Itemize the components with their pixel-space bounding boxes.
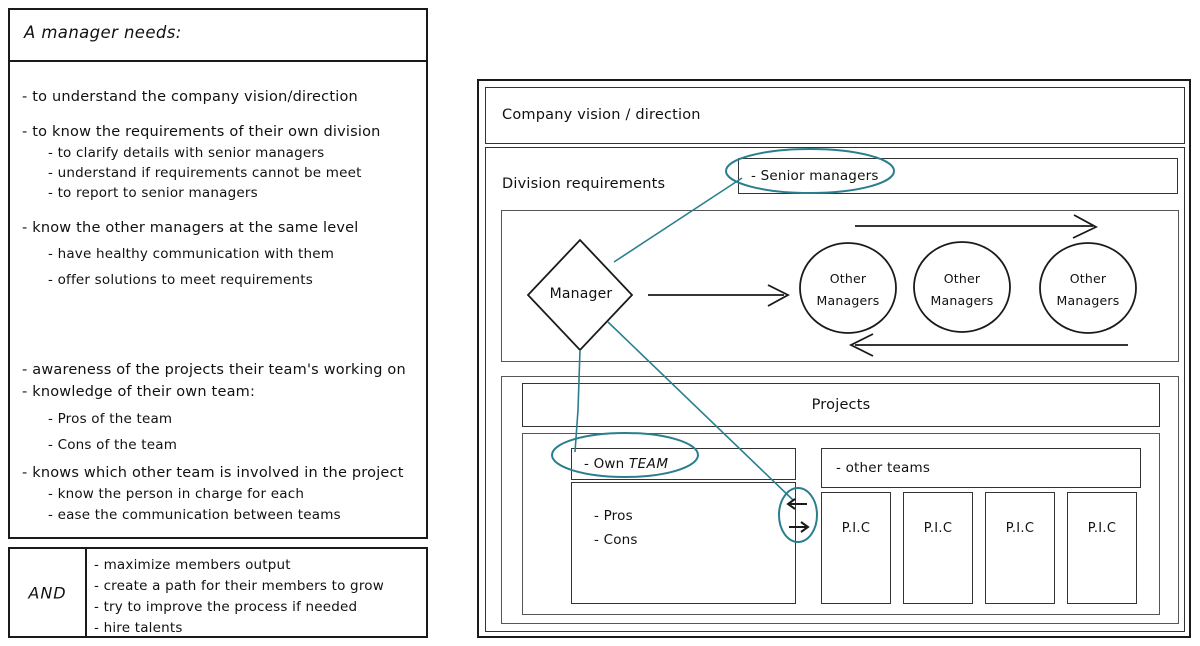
own-team-label: - Own TEAM <box>584 456 669 472</box>
other-teams-label: - other teams <box>836 460 931 476</box>
cons-label: - Cons <box>594 532 638 548</box>
list-item: - maximize members output <box>94 557 291 573</box>
list-item: - have healthy communication with them <box>48 246 335 263</box>
panel-header: A manager needs: <box>10 10 426 62</box>
list-item: - knowledge of their own team: <box>22 384 256 401</box>
pic-box: P.I.C <box>1067 492 1137 604</box>
pic-label: P.I.C <box>1087 521 1117 536</box>
list-item: - understand if requirements cannot be m… <box>48 165 362 182</box>
other-managers-line1: Other <box>1069 271 1107 286</box>
needs-list: - to understand the company vision/direc… <box>10 62 426 540</box>
needs-group: - awareness of the projects their team's… <box>22 361 414 524</box>
needs-group: - to know the requirements of their own … <box>22 123 414 204</box>
projects-label: Projects <box>811 397 871 413</box>
list-item: - Cons of the team <box>48 436 178 453</box>
pic-box: P.I.C <box>821 492 891 604</box>
list-item: - ease the communication between teams <box>48 506 341 523</box>
pic-label: P.I.C <box>923 521 953 536</box>
company-vision-label: Company vision / direction <box>502 107 701 123</box>
other-managers-label: Other Managers <box>916 268 1008 312</box>
senior-managers-box: - Senior managers <box>738 158 1178 194</box>
spacer <box>22 305 414 361</box>
list-item: - hire talents <box>94 619 183 636</box>
and-list: - maximize members output - create a pat… <box>94 555 422 639</box>
own-team-caps: TEAM <box>628 456 669 472</box>
division-requirements-label: Division requirements <box>502 176 666 192</box>
other-teams-box: - other teams <box>821 448 1141 488</box>
senior-managers-label: - Senior managers <box>751 168 879 184</box>
manager-node-label: Manager <box>549 286 613 302</box>
other-managers-line2: Managers <box>816 292 880 308</box>
list-item: - to report to senior managers <box>48 185 258 202</box>
page-title: A manager needs: <box>24 23 182 42</box>
list-item: - to understand the company vision/direc… <box>22 89 358 105</box>
pic-label: P.I.C <box>1005 521 1035 536</box>
pic-label: P.I.C <box>841 521 871 536</box>
list-item: - to know the requirements of their own … <box>22 123 381 140</box>
needs-group: - know the other managers at the same le… <box>22 219 414 291</box>
projects-header-box: Projects <box>522 383 1160 427</box>
list-item: - create a path for their members to gro… <box>94 577 384 594</box>
and-label: AND <box>28 583 67 602</box>
list-item: - know the other managers at the same le… <box>22 219 359 236</box>
list-item: - to clarify details with senior manager… <box>48 145 325 162</box>
list-item: - know the person in charge for each <box>48 486 305 503</box>
manager-needs-panel: A manager needs: - to understand the com… <box>8 8 428 539</box>
other-managers-label: Other Managers <box>802 268 894 312</box>
pic-box: P.I.C <box>903 492 973 604</box>
org-diagram-panel: Company vision / direction Division requ… <box>477 79 1191 638</box>
own-team-prefix: - Own <box>584 456 629 472</box>
company-vision-box: Company vision / direction <box>485 87 1185 144</box>
other-managers-line2: Managers <box>930 292 994 308</box>
list-item: - offer solutions to meet requirements <box>48 272 313 289</box>
and-panel: AND - maximize members output - create a… <box>8 547 428 638</box>
pic-box: P.I.C <box>985 492 1055 604</box>
teams-area: - Own TEAM - Pros - Cons - other teams P… <box>522 433 1160 615</box>
other-managers-line2: Managers <box>1056 292 1120 308</box>
other-managers-line1: Other <box>829 271 867 286</box>
list-item: - knows which other team is involved in … <box>22 464 404 481</box>
list-item: - awareness of the projects their team's… <box>22 362 406 379</box>
own-team-box: - Own TEAM <box>571 448 796 480</box>
projects-area: Projects - Own TEAM - Pros - Cons - othe… <box>501 376 1179 624</box>
list-item: - try to improve the process if needed <box>94 598 358 615</box>
managers-area <box>501 210 1179 362</box>
division-requirements-box: Division requirements - Senior managers … <box>485 147 1185 632</box>
pros-cons-box: - Pros - Cons <box>571 482 796 604</box>
other-managers-line1: Other <box>943 271 981 286</box>
other-managers-label: Other Managers <box>1042 268 1134 312</box>
pros-label: - Pros <box>594 508 633 524</box>
and-cell: AND <box>10 549 87 636</box>
list-item: - Pros of the team <box>48 410 173 427</box>
needs-group: - to understand the company vision/direc… <box>22 88 414 108</box>
